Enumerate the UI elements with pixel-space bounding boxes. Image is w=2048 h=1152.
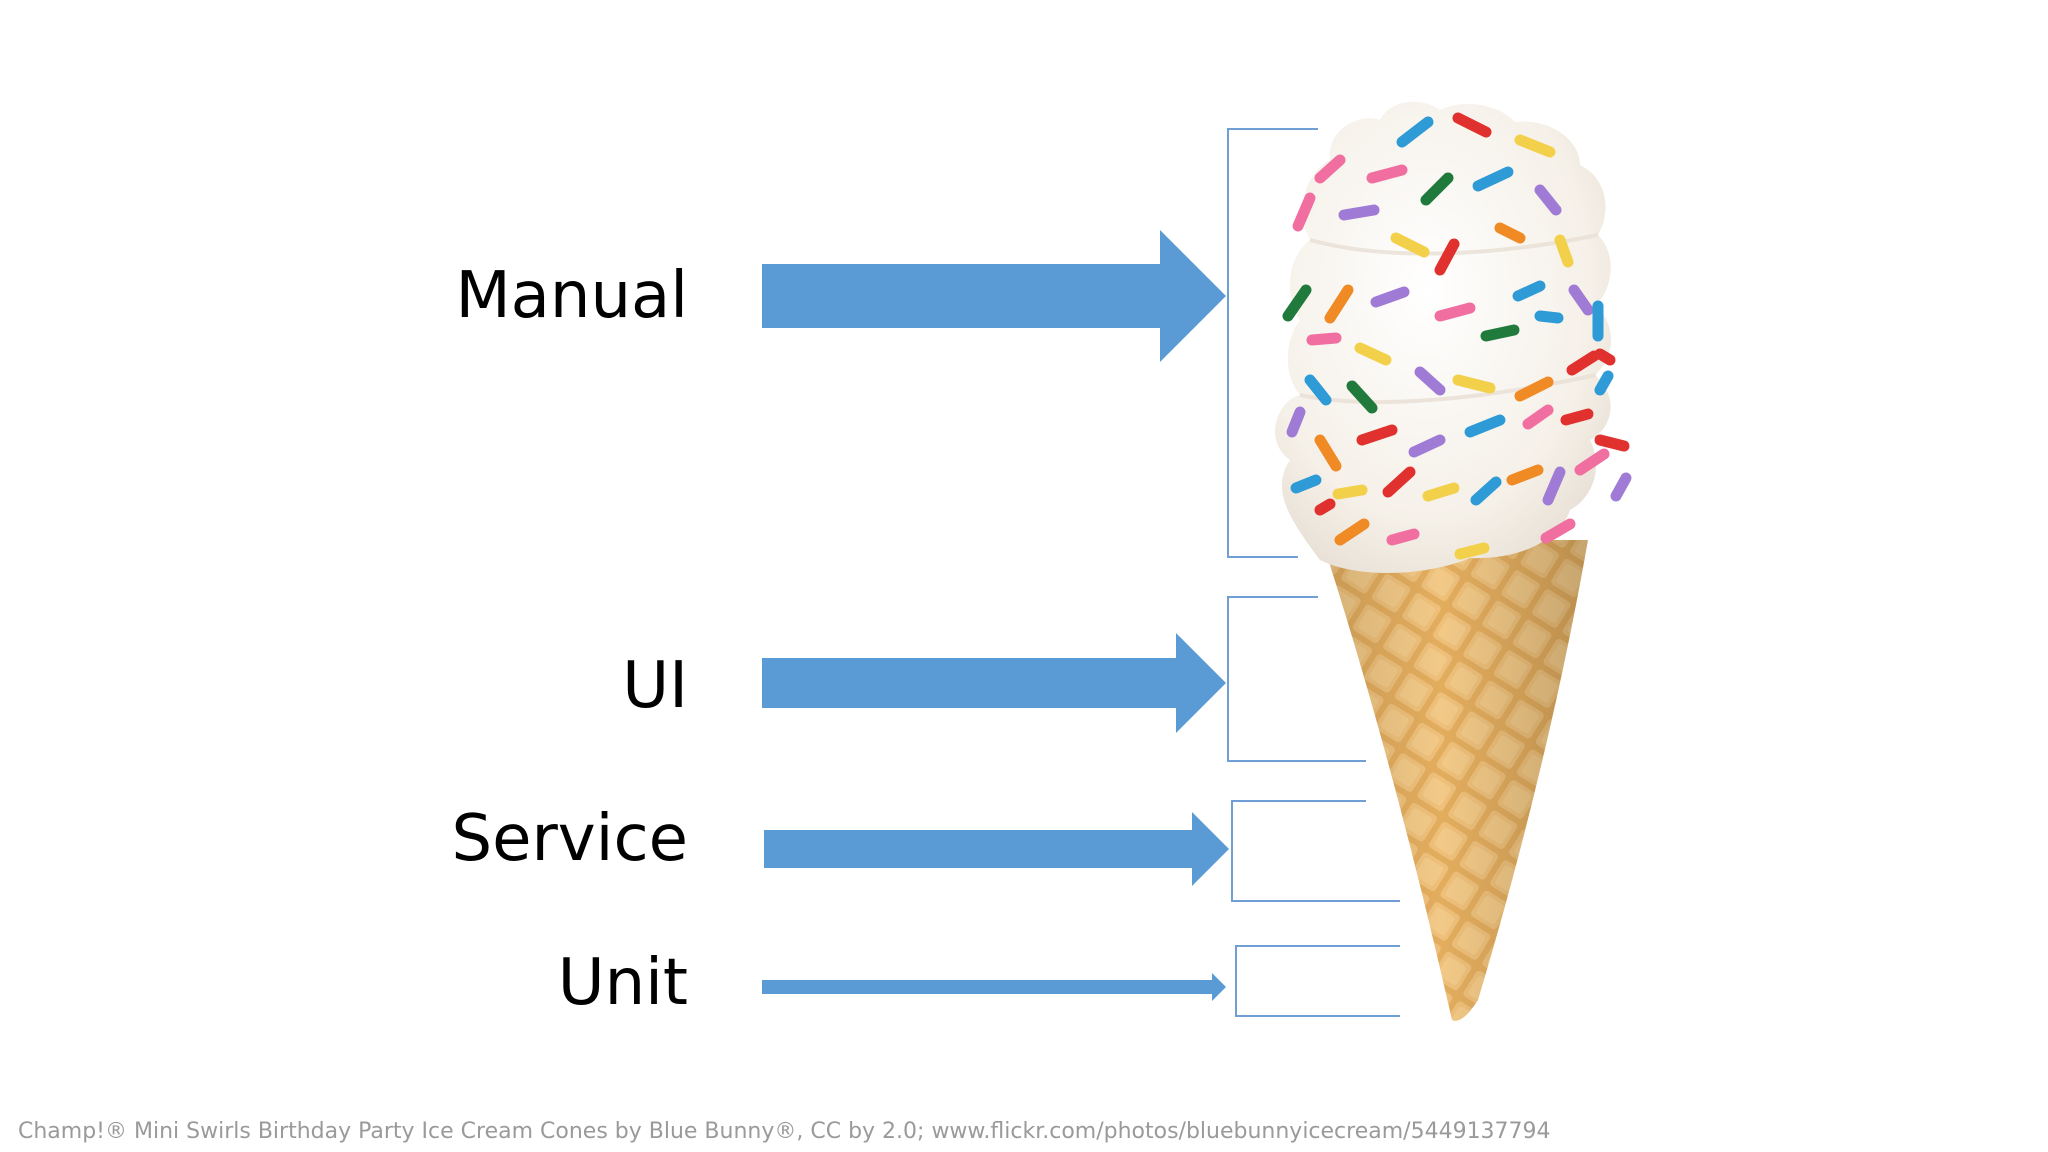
bracket-group bbox=[1227, 128, 1400, 1017]
arrow-manual bbox=[762, 230, 1226, 362]
bracket-manual bbox=[1227, 128, 1318, 558]
label-ui: UI bbox=[622, 649, 688, 723]
bracket-service bbox=[1231, 800, 1400, 902]
arrow-unit bbox=[762, 973, 1226, 1001]
arrow-service bbox=[764, 812, 1229, 886]
waffle-cone bbox=[1322, 540, 1588, 1021]
bracket-ui bbox=[1227, 596, 1366, 762]
label-manual: Manual bbox=[455, 259, 688, 333]
image-attribution-caption: Champ!® Mini Swirls Birthday Party Ice C… bbox=[18, 1119, 1551, 1144]
sprinkles bbox=[1282, 112, 1632, 560]
label-unit: Unit bbox=[557, 946, 688, 1020]
bracket-unit bbox=[1235, 945, 1400, 1017]
label-service: Service bbox=[451, 802, 688, 876]
arrow-ui bbox=[762, 633, 1226, 733]
